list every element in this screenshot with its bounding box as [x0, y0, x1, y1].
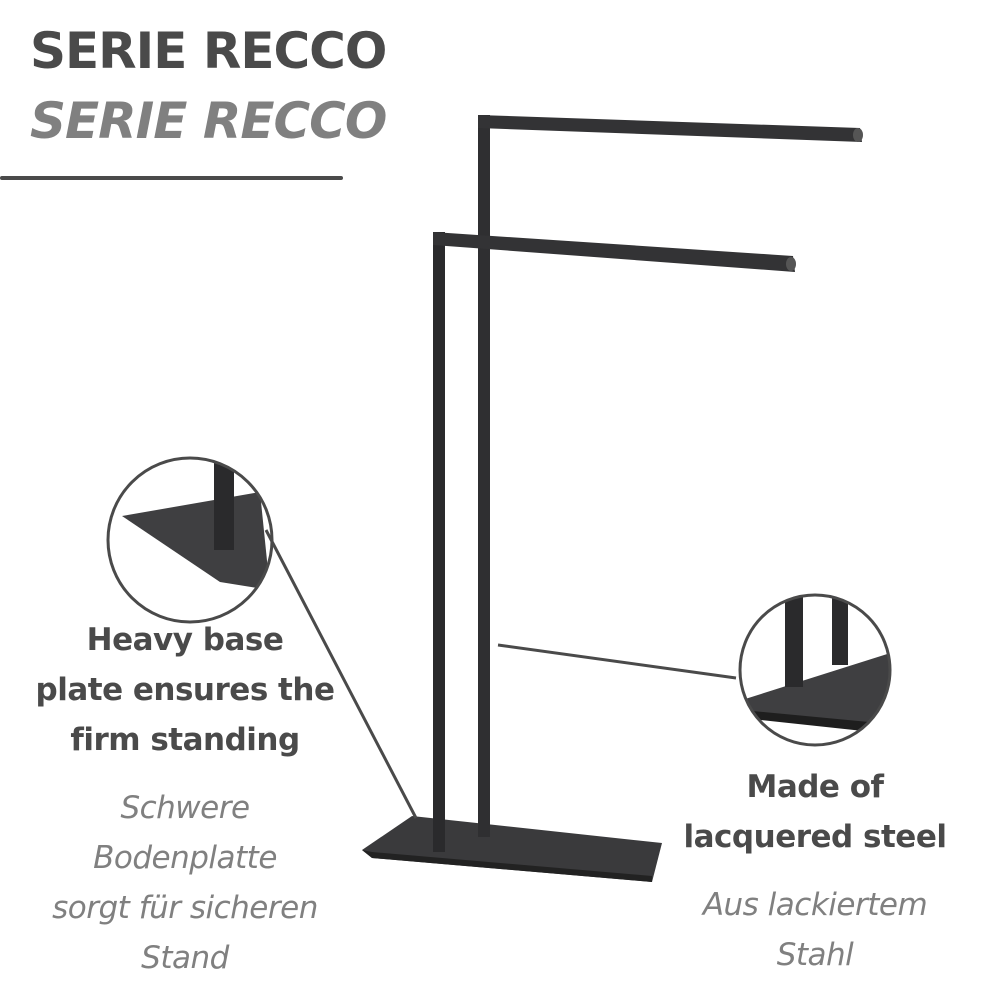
series-title: SERIE RECCO: [30, 22, 387, 80]
callout-base-de-line: Stand: [141, 940, 229, 976]
callout-base-de-line: Bodenplatte: [93, 840, 277, 876]
callout-material-en-line: lacquered steel: [683, 819, 947, 855]
detail-circle-base: [106, 456, 274, 624]
callout-line-material: [497, 643, 737, 680]
callout-base-en-line: firm standing: [70, 722, 300, 758]
callout-material-de-line: Aus lackiertem: [702, 887, 928, 923]
detail-circle-material: [738, 593, 892, 747]
rear-upright: [478, 115, 490, 837]
callout-base-text: Heavy base plate ensures the firm standi…: [0, 615, 370, 983]
front-upright: [433, 232, 445, 852]
callout-base-en-line: plate ensures the: [35, 672, 335, 708]
title-divider: [0, 176, 343, 180]
upper-arm: [478, 115, 862, 142]
series-title-german: SERIE RECCO: [30, 92, 387, 150]
callout-material-en-line: Made of: [746, 769, 884, 805]
callout-base-en-line: Heavy base: [86, 622, 284, 658]
base-plate: [362, 816, 662, 882]
callout-base-de-line: Schwere: [120, 790, 250, 826]
lower-arm: [433, 232, 795, 272]
callout-base-de-line: sorgt für sicheren: [52, 890, 318, 926]
callout-material-de-line: Stahl: [776, 937, 854, 973]
callout-material-text: Made of lacquered steel Aus lackiertem S…: [665, 762, 965, 980]
towel-stand: [362, 115, 863, 882]
callout-line-base: [264, 529, 418, 819]
